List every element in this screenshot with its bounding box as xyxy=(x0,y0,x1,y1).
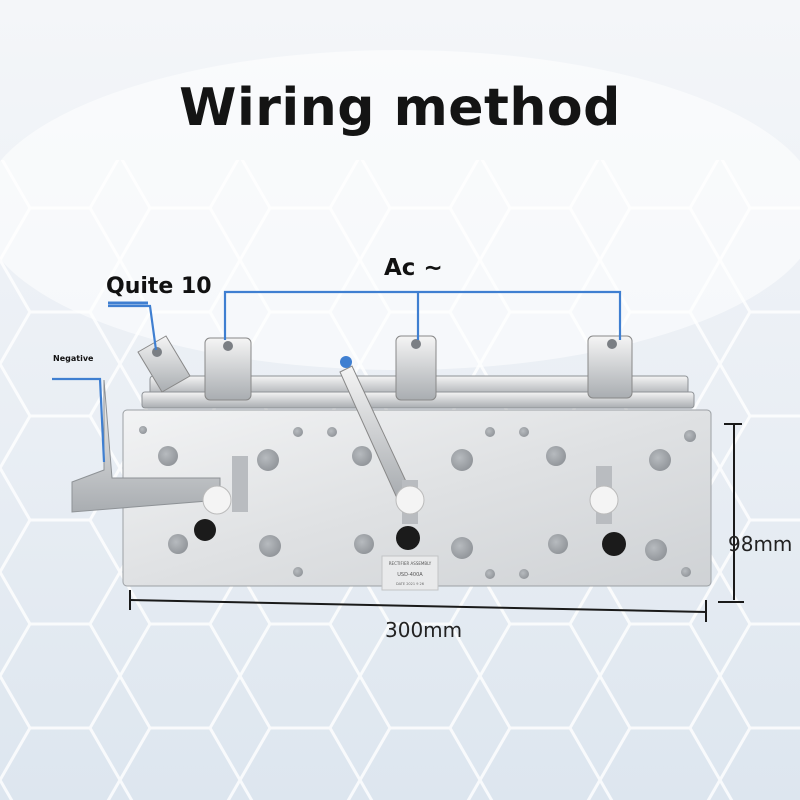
insulator-middle xyxy=(395,480,425,550)
plate-holes xyxy=(139,426,696,579)
terminal-quite xyxy=(137,335,191,393)
terminal-middle xyxy=(395,335,437,401)
quite-label: Quite 10 xyxy=(106,274,212,299)
ac-callout-line xyxy=(223,290,622,340)
terminal-right xyxy=(587,335,633,399)
blue-clip xyxy=(340,356,352,368)
dimension-lines xyxy=(129,423,744,622)
nameplate-line1: RECTIFIER ASSEMBLY xyxy=(389,561,432,566)
quite-callout-line xyxy=(108,304,158,351)
nameplate: RECTIFIER ASSEMBLY USD-400A DATE 2021 9 … xyxy=(381,555,439,591)
nameplate-line2: USD-400A xyxy=(397,572,423,578)
width-dimension-line xyxy=(129,599,707,613)
height-dimension-label: 98mm xyxy=(728,532,793,556)
negative-bus-bar xyxy=(71,379,221,513)
terminal-left xyxy=(204,337,252,401)
negative-label: Negative xyxy=(53,354,94,363)
negative-callout-line xyxy=(52,377,106,463)
nameplate-line3: DATE 2021 9 26 xyxy=(396,582,424,586)
width-dimension-label: 300mm xyxy=(385,618,463,642)
insulator-left xyxy=(194,456,248,541)
callout-lines xyxy=(52,290,622,463)
insulator-right xyxy=(589,466,626,556)
ac-label: Ac ~ xyxy=(384,255,443,281)
page-title: Wiring method xyxy=(179,78,621,138)
